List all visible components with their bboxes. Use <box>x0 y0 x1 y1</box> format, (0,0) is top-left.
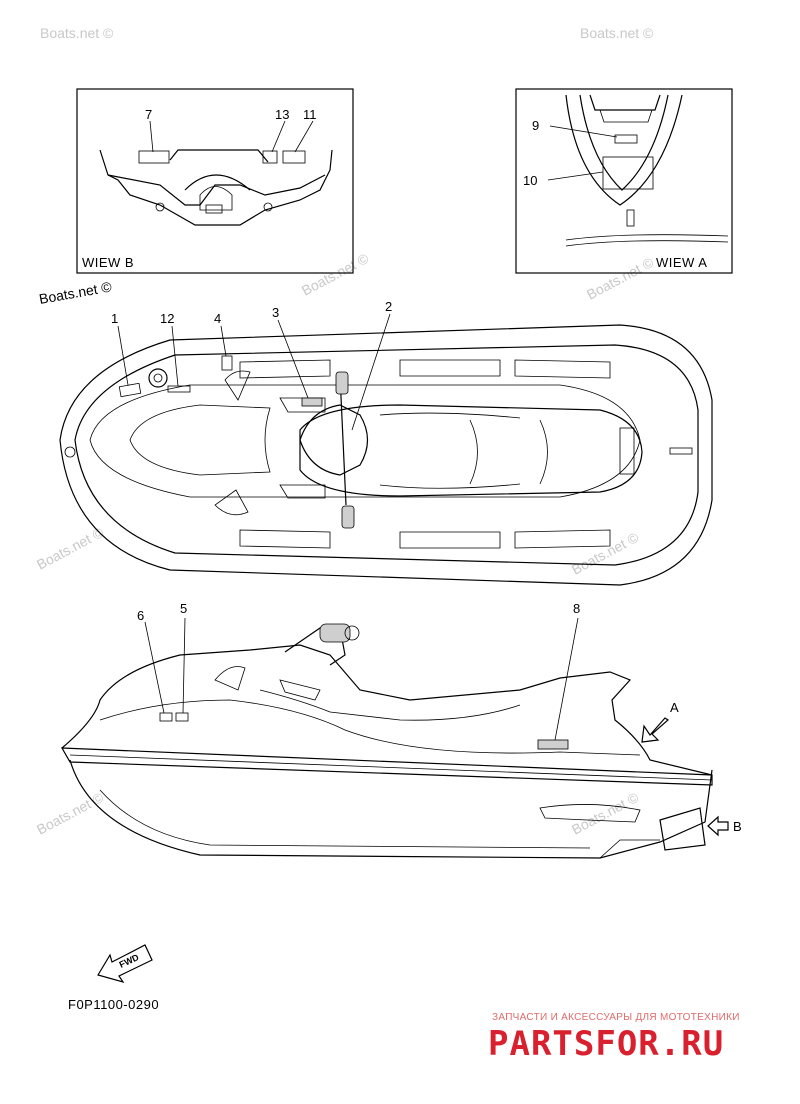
label-13-decal <box>262 150 278 164</box>
watermark-dark: Boats.net © <box>38 278 114 307</box>
callout-2: 2 <box>385 299 392 314</box>
label-5-decal <box>175 712 189 722</box>
callout-11: 11 <box>303 107 317 122</box>
callout-10: 10 <box>523 173 537 188</box>
handle-grip-bottom <box>341 505 355 529</box>
callout-3: 3 <box>272 305 279 320</box>
label-9-decal <box>614 134 638 144</box>
view-b-frame <box>76 88 354 274</box>
watermark: Boats.net © <box>569 529 642 578</box>
callout-13: 13 <box>275 107 289 122</box>
watermark: Boats.net © <box>40 25 114 41</box>
label-1-decal <box>118 382 142 398</box>
callout-5: 5 <box>180 601 187 616</box>
view-a-frame <box>515 88 733 274</box>
callout-1: 1 <box>111 311 118 326</box>
watermark: Boats.net © <box>34 524 107 573</box>
fwd-arrow-icon: FWD <box>97 944 153 984</box>
watermark: Boats.net © <box>580 25 654 41</box>
top-view-watercraft: 1 12 4 3 2 <box>59 299 713 586</box>
handlebar-side <box>319 623 351 643</box>
callout-4: 4 <box>214 311 221 326</box>
logo-wordmark: PARTSFOR.RU <box>488 1024 725 1064</box>
label-4-decal <box>221 355 233 371</box>
figure-code: F0P1100-0290 <box>68 997 159 1012</box>
logo-tagline: ЗАПЧАСТИ И АКСЕССУАРЫ ДЛЯ МОТОТЕХНИКИ <box>492 1012 740 1023</box>
view-b-marker: B <box>733 819 742 834</box>
watermarks: Boats.net © Boats.net © Boats.net © Boat… <box>34 25 657 838</box>
watermark: Boats.net © <box>34 789 107 838</box>
view-b-caption: WIEW B <box>82 255 134 270</box>
fuel-cap <box>148 368 168 388</box>
label-6-decal <box>159 712 173 722</box>
callout-12: 12 <box>160 311 174 326</box>
callout-6: 6 <box>137 608 144 623</box>
label-11-decal <box>282 150 306 164</box>
view-b-panel: 7 13 11 WIEW B <box>76 88 354 274</box>
view-a-marker: A <box>670 700 679 715</box>
label-3-decal <box>301 397 323 407</box>
watermark: Boats.net © <box>299 250 372 299</box>
callout-7: 7 <box>145 107 152 122</box>
view-a-panel: 9 10 WIEW A <box>515 88 733 274</box>
label-8-decal <box>537 739 569 750</box>
label-12-decal <box>167 385 191 393</box>
watermark: Boats.net © <box>584 254 657 303</box>
arrow-b-icon <box>707 815 729 837</box>
callout-9: 9 <box>532 118 539 133</box>
callout-8: 8 <box>573 601 580 616</box>
handle-grip-top <box>335 371 349 395</box>
arrow-a-icon <box>641 717 669 743</box>
label-10-decal <box>602 156 654 190</box>
view-a-caption: WIEW A <box>656 255 707 270</box>
side-view-watercraft: 6 5 8 A B <box>60 601 742 859</box>
watermark: Boats.net © <box>569 789 642 838</box>
label-7-decal <box>138 150 170 164</box>
